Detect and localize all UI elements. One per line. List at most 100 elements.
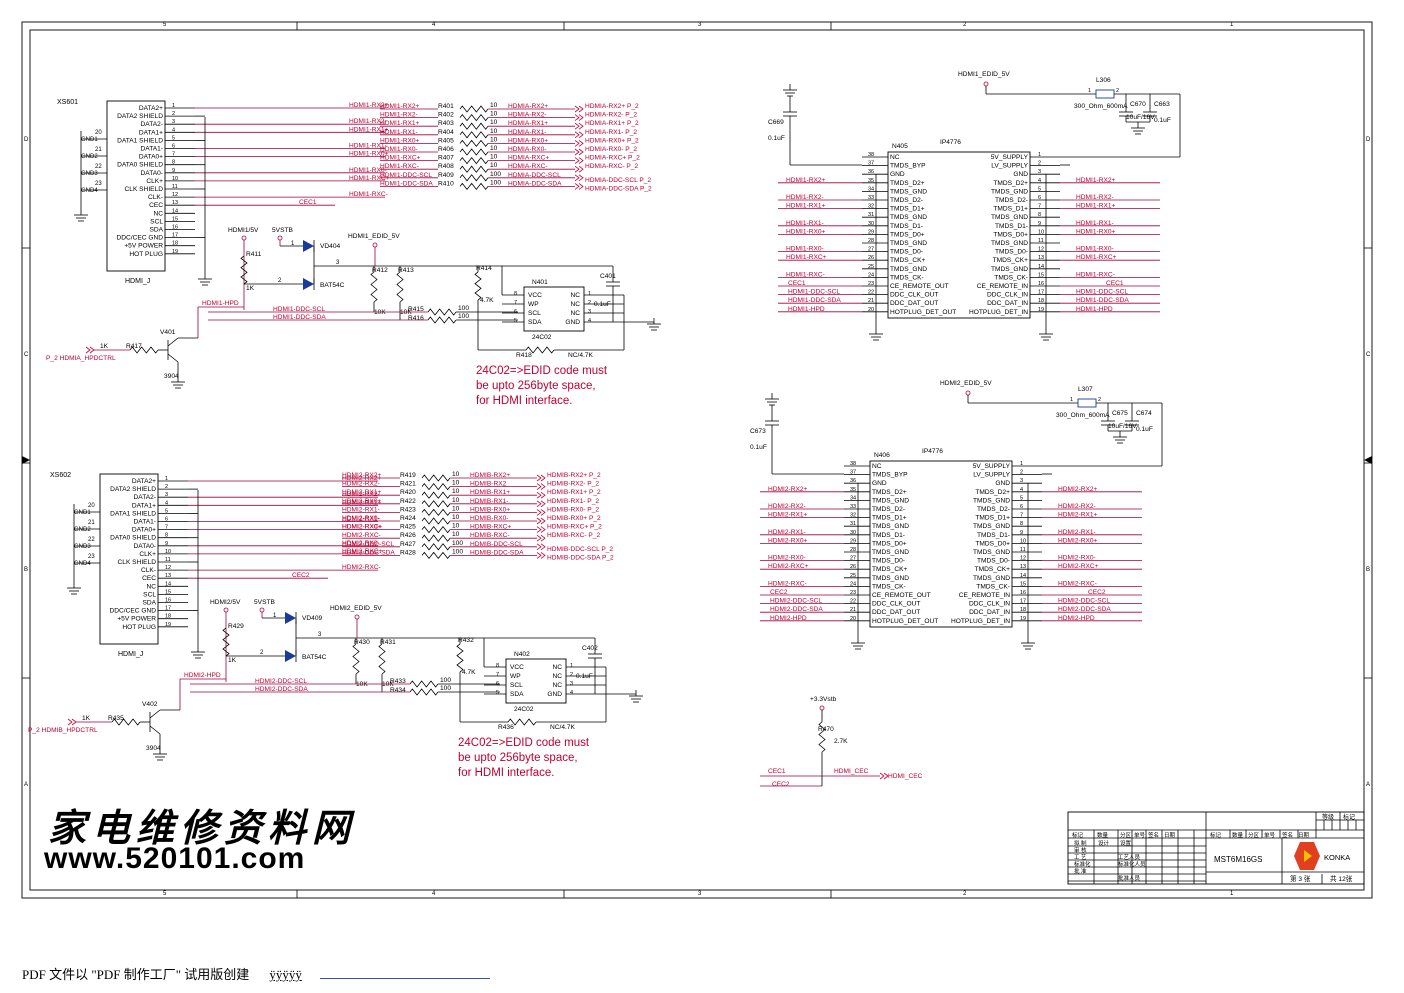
bank-left-net: HDMI2-RX1+	[342, 489, 382, 496]
ip-pin-num-right: 14	[1020, 573, 1026, 579]
net-label: HDMI2-RX2-	[342, 491, 380, 498]
connector-gnd-label: GND2	[81, 154, 98, 160]
connector-pin-label: DATA1 SHIELD	[117, 137, 163, 144]
net-label: HDMI2-RX0+	[342, 524, 382, 531]
border-col-bottom-5: 5	[163, 891, 167, 897]
tb-row-label: 工 艺	[1074, 854, 1087, 861]
ip-pin-num-right: 19	[1020, 616, 1026, 622]
bank-port-arrow	[574, 122, 584, 130]
ip-pin-right: TMDS_D1+	[993, 206, 1028, 213]
ip-net-left-label: HDMI1-HPD	[788, 306, 825, 313]
ip-edid-node	[965, 390, 971, 396]
tb-person: 设置	[1120, 839, 1132, 847]
eeprom-chip	[505, 658, 567, 704]
bank-resistor	[421, 517, 451, 525]
c2-ref: C663	[1154, 101, 1170, 108]
connector-pin-number: 18	[165, 614, 171, 620]
ip-net-right-label: HDMI1-RX2+	[1076, 177, 1116, 184]
bank-mid-net: HDMIA-RX0+	[508, 137, 548, 144]
tb-header-2: 数量	[1232, 831, 1244, 839]
ip-pin-right: CE_REMOTE_IN	[959, 592, 1011, 599]
bank-left-net: HDMI1-RX0+	[380, 137, 420, 144]
connector-gnd-label: 21	[95, 147, 102, 153]
connector-pin-label: +5V POWER	[124, 243, 163, 250]
bank-ref: R403	[438, 120, 454, 127]
ip-pin-num-left: 34	[868, 186, 874, 192]
edid-note: be upto 256byte space,	[476, 380, 596, 392]
ip-pin-num-right: 6	[1038, 195, 1041, 201]
connector-pin-number: 2	[165, 484, 168, 490]
cap-value: 0.1uF	[594, 301, 611, 308]
connector-pin-number: 7	[172, 152, 175, 158]
ip-pin-num-right: 12	[1038, 247, 1044, 253]
tb-header-2: 签名	[1282, 831, 1293, 839]
bank-resistor	[459, 131, 489, 139]
tb-row-label: 批 准	[1074, 867, 1087, 875]
ip-pin-num-right: 15	[1038, 272, 1044, 278]
bank-resistor	[421, 491, 451, 499]
r-sda	[409, 688, 439, 696]
ip-net-right-label: HDMI1-RX0+	[1076, 228, 1116, 235]
ip-pin-num-left: 22	[850, 599, 856, 605]
ip-net-left-label: HDMI1-RX2-	[786, 194, 824, 201]
ferrite-ref: L306	[1096, 77, 1111, 84]
ip-pin-left: TMDS_D1-	[872, 532, 905, 539]
ip-net-left-label: HDMI2-RXC-	[768, 580, 807, 587]
transistor-part: 3904	[164, 373, 179, 380]
ip-pin-right: TMDS_CK-	[994, 274, 1028, 281]
eeprom-pin-left: SCL	[528, 310, 541, 317]
ip-pin-num-left: 35	[868, 178, 874, 184]
ip-pin-num-right: 7	[1020, 513, 1023, 519]
r-pullup-2-value: 10K	[382, 681, 394, 688]
connector-pin-label: DATA1+	[139, 129, 163, 136]
r-nc	[525, 346, 555, 354]
ip-pin-num-left: 35	[850, 487, 856, 493]
ip-pin-num-left: 36	[868, 169, 874, 175]
ip-pin-num-left: 22	[868, 290, 874, 296]
ip-pin-num-right: 18	[1038, 298, 1044, 304]
ip-pin-left: TMDS_D1-	[890, 223, 923, 230]
tb-header: 签名	[1148, 831, 1159, 839]
vstb-node	[277, 235, 283, 241]
ip-pin-num-left: 21	[850, 607, 856, 613]
ip-pin-right: DDC_CLK_IN	[987, 292, 1028, 299]
ip-pin-right: TMDS_D0+	[975, 540, 1010, 547]
bank-mid-net: HDMIB-DDC-SDA	[470, 549, 524, 556]
ip-pin-num-right: 8	[1038, 212, 1041, 218]
ip-pin-num-left: 31	[850, 521, 856, 527]
byp-ref: C673	[750, 428, 766, 435]
footer-text: PDF 文件以 "PDF 制作工厂" 试用版创建	[22, 967, 250, 982]
connector-gnd-label: 22	[88, 537, 95, 543]
ip-pin-num-right: 9	[1038, 221, 1041, 227]
ferrite-bead	[1095, 89, 1115, 99]
ip-pin-left: HOTPLUG_DET_OUT	[890, 309, 956, 316]
title-block	[1067, 811, 1365, 885]
bank-port-label: HDMIB-RX2- P_2	[547, 481, 599, 488]
sda-label: HDMI2-DDC-SDA	[255, 686, 308, 693]
ip-pin-left: TMDS_GND	[872, 549, 909, 556]
ip-pin-left: TMDS_CK-	[872, 583, 906, 590]
ip-pin-left: TMDS_D0-	[890, 249, 923, 256]
bank-mid-net: HDMIB-RX2	[470, 481, 507, 488]
bank-resistor	[421, 482, 451, 491]
ip-net-left-label: HDMI1-DDC-SCL	[788, 289, 840, 296]
ip-pin-num-left: 28	[850, 547, 856, 553]
eeprom-pin-left: WP	[528, 301, 539, 308]
bank-ref: R421	[400, 481, 416, 488]
connector-gnd-label: 20	[88, 503, 95, 509]
ip-pin-right: TMDS_GND	[991, 188, 1028, 195]
bank-port-label: HDMIA-RXC- P_2	[585, 163, 638, 170]
ip-net-right-label: HDMI1-RX2-	[1076, 194, 1114, 201]
eeprom-pin-left: SDA	[510, 691, 524, 698]
border-arrow-left	[22, 456, 30, 464]
diode-pin2: 2	[260, 650, 264, 656]
ferrite-pin2: 2	[1098, 397, 1101, 403]
bank-resistor	[421, 474, 451, 482]
ip-pin-right: DDC_DAT_IN	[987, 300, 1028, 307]
ip-pin-num-left: 30	[850, 530, 856, 536]
border-col-bottom-1: 1	[1230, 891, 1234, 897]
ip-pin-right: TMDS_GND	[991, 214, 1028, 221]
connector-pin-number: 17	[172, 233, 178, 239]
edid-note: be upto 256byte space,	[458, 752, 578, 764]
connector-pin-number: 18	[172, 241, 178, 247]
